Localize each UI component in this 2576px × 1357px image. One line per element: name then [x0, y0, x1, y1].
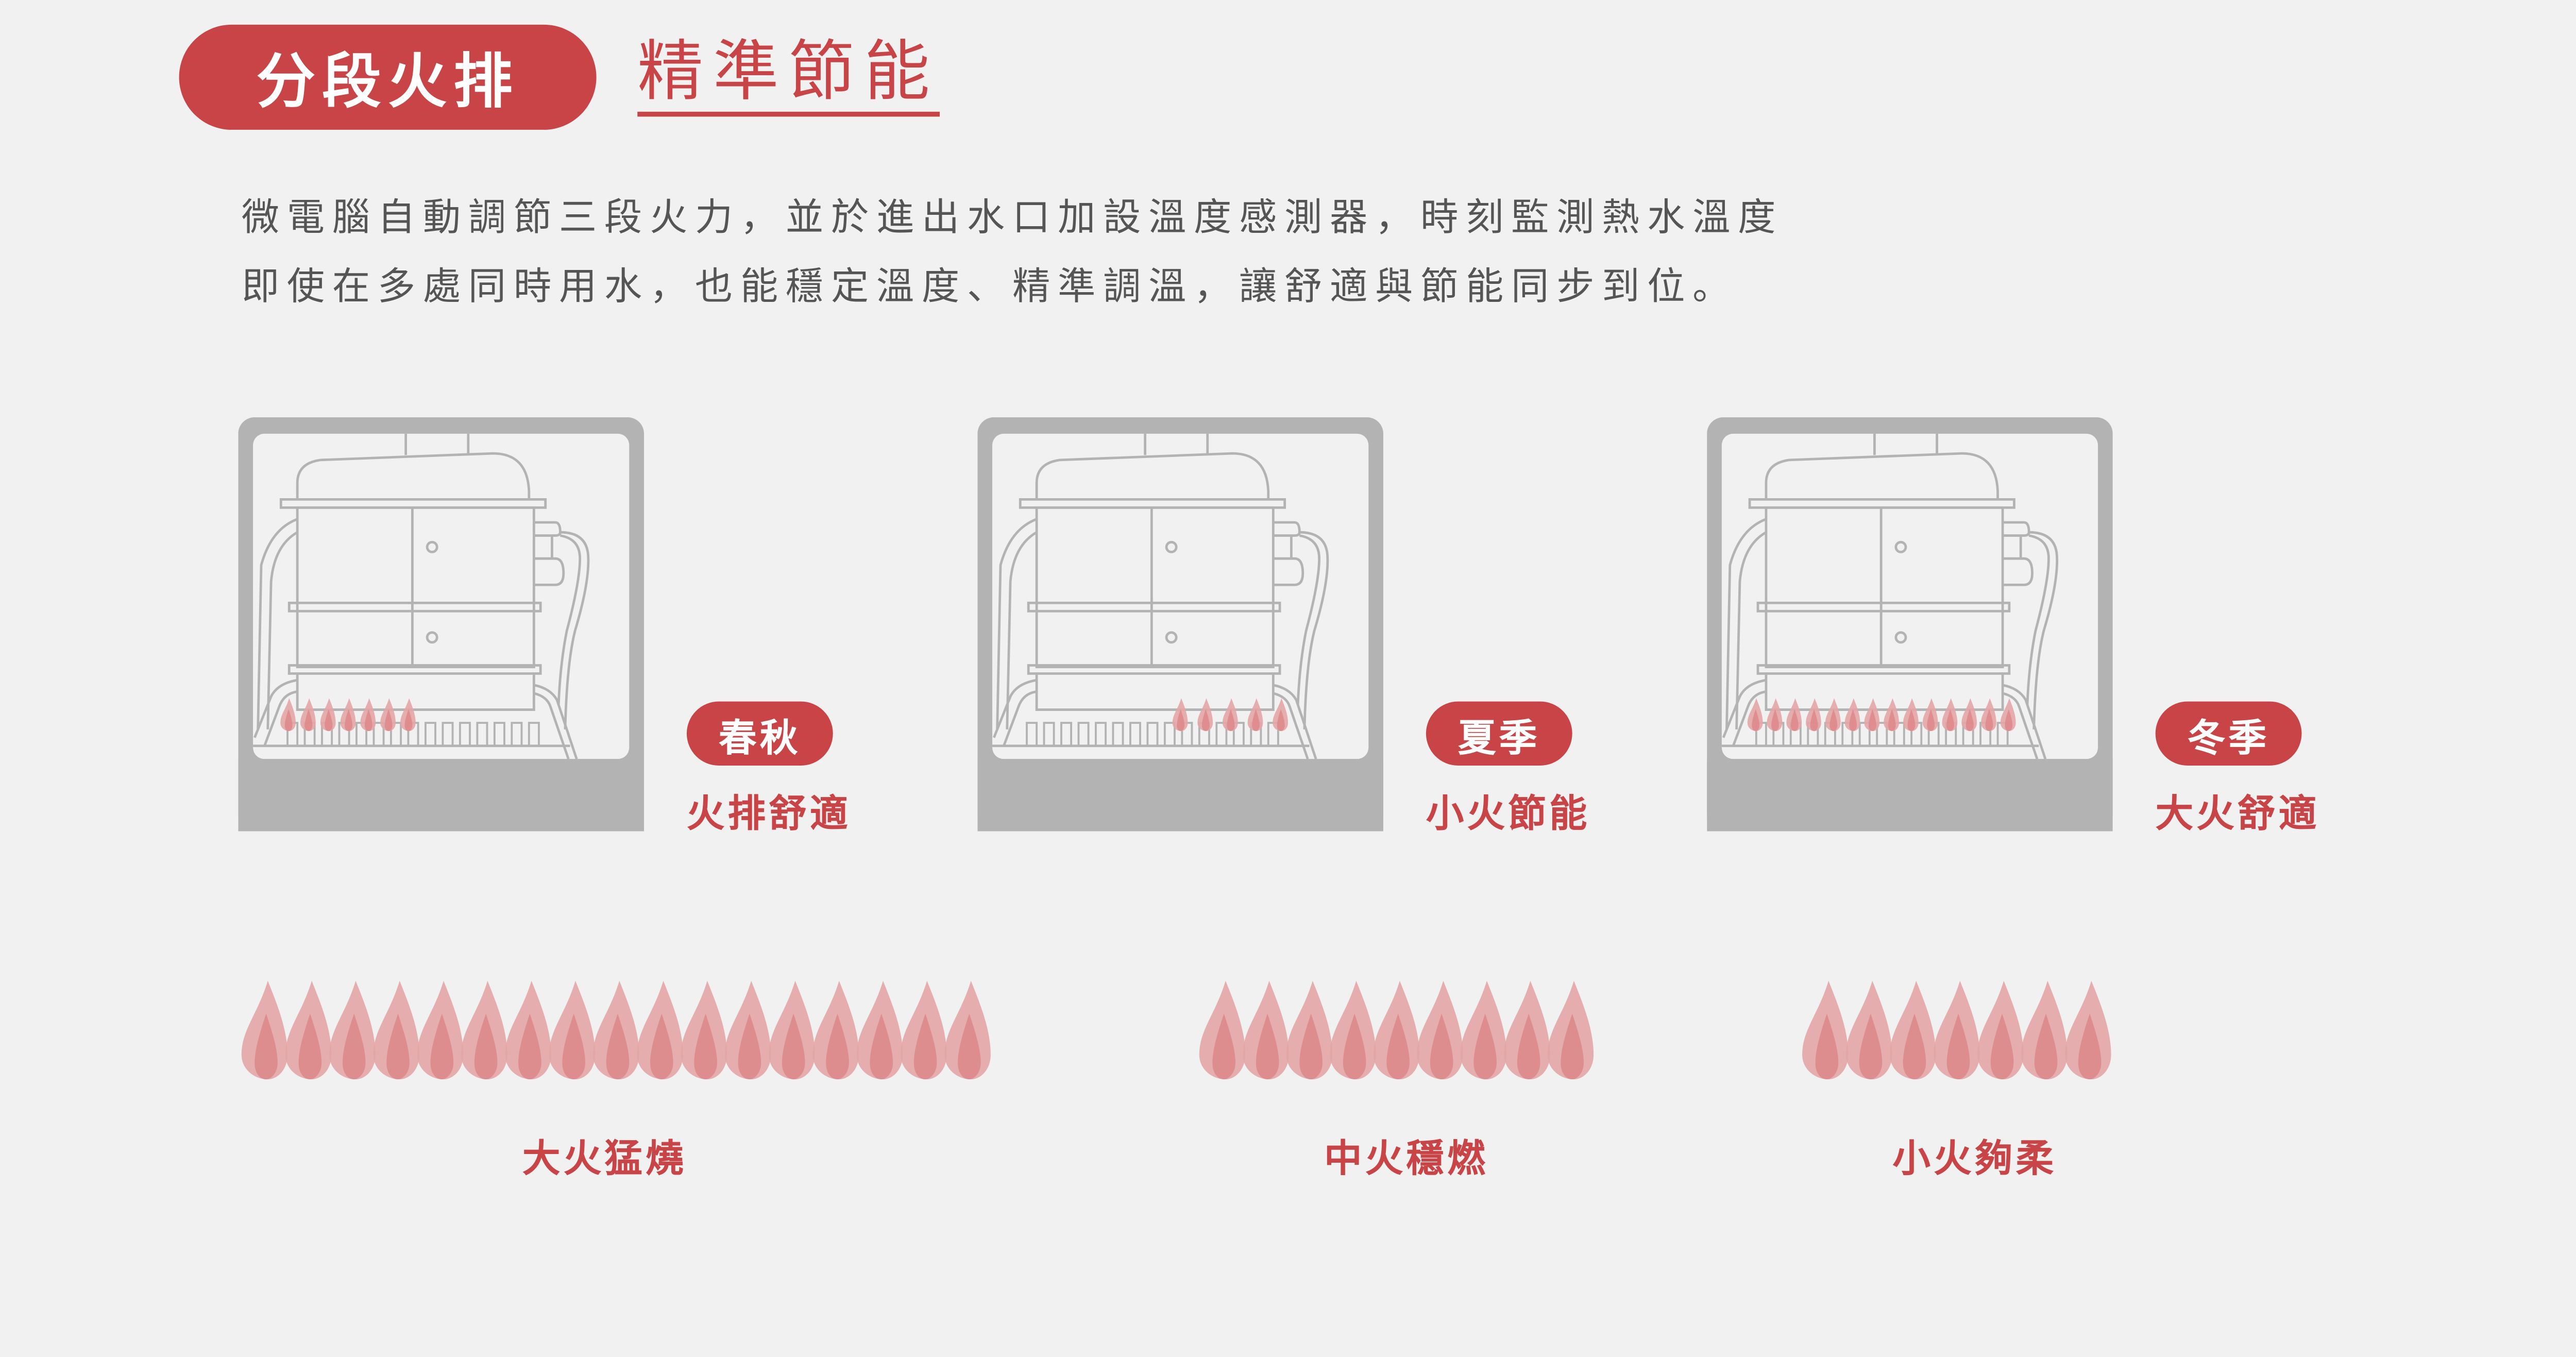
mode-label-summer: 小火節能: [1426, 793, 1590, 837]
description-line-2: 即使在多處同時用水，也能穩定溫度、精準調溫，讓舒適與節能同步到位。: [241, 266, 1738, 309]
season-badge-winter: 冬季: [2155, 701, 2302, 766]
flame-icon: [1243, 980, 1289, 1080]
flame-icon: [285, 980, 332, 1080]
section-subtitle: 精準節能: [637, 36, 940, 117]
flame-icon: [1802, 980, 1849, 1080]
flame-label-medium: 中火穩燃: [1324, 1138, 1489, 1181]
flame-icon: [1846, 980, 1892, 1080]
season-badge-summer: 夏季: [1426, 701, 1572, 766]
description-line-1: 微電腦自動調節三段火力，並於進出水口加設溫度感測器，時刻監測熱水溫度: [241, 197, 1784, 240]
flame-icon: [1373, 980, 1420, 1080]
season-badge-spring-autumn: 春秋: [686, 701, 833, 766]
flame-icon: [1460, 980, 1507, 1080]
flame-icon: [1199, 980, 1246, 1080]
flame-icon: [373, 980, 419, 1080]
flame-icon: [681, 980, 727, 1080]
flame-row-high: [238, 980, 1001, 1080]
flame-icon: [2065, 980, 2111, 1080]
flame-icon: [769, 980, 815, 1080]
flame-icon: [593, 980, 639, 1080]
flame-icon: [241, 980, 288, 1080]
flame-icon: [2021, 980, 2067, 1080]
flame-label-high: 大火猛燒: [522, 1138, 687, 1181]
flame-icon: [417, 980, 464, 1080]
flame-icon: [505, 980, 551, 1080]
flame-row-low: [1799, 980, 2121, 1080]
flame-icon: [1417, 980, 1463, 1080]
heater-illustration-winter: [1707, 417, 2113, 832]
flame-icon: [725, 980, 771, 1080]
flame-icon: [1330, 980, 1376, 1080]
section-badge: 分段火排: [179, 24, 597, 130]
flame-icon: [944, 980, 991, 1080]
flame-icon: [1977, 980, 2024, 1080]
flame-icon: [1547, 980, 1594, 1080]
mode-label-spring-autumn: 火排舒適: [686, 793, 851, 837]
heater-illustration-summer: [977, 417, 1383, 832]
flame-row-medium: [1196, 980, 1603, 1080]
flame-icon: [1890, 980, 1936, 1080]
flame-label-low: 小火夠柔: [1892, 1138, 2057, 1181]
flame-icon: [812, 980, 859, 1080]
flame-icon: [549, 980, 596, 1080]
flame-icon: [461, 980, 507, 1080]
flame-icon: [1934, 980, 1980, 1080]
flame-icon: [637, 980, 683, 1080]
flame-icon: [901, 980, 947, 1080]
heater-illustration-spring-autumn: [238, 417, 644, 832]
mode-label-winter: 大火舒適: [2155, 793, 2320, 837]
flame-icon: [856, 980, 903, 1080]
flame-icon: [329, 980, 376, 1080]
flame-icon: [1286, 980, 1333, 1080]
flame-icon: [1504, 980, 1550, 1080]
